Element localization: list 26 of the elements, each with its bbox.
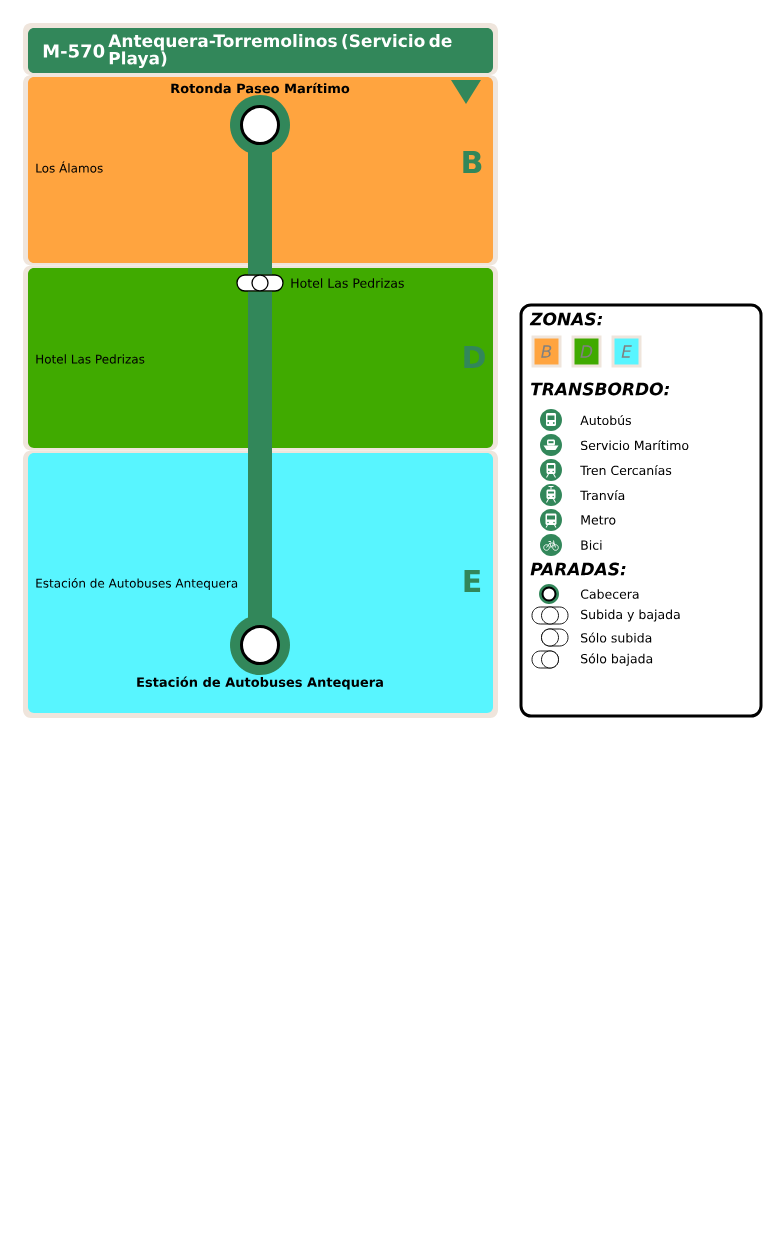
- legend-text: Autobús: [580, 414, 631, 426]
- legend-text: Sólo bajada: [581, 653, 653, 666]
- legend-text: Tranvía: [580, 489, 625, 501]
- legend-text: Bici: [581, 540, 602, 550]
- place-name: Estación de Autobuses Antequera: [36, 577, 238, 591]
- stop-name: Hotel Las Pedrizas: [291, 278, 404, 288]
- place-name: Hotel Las Pedrizas: [36, 354, 145, 364]
- legend-heading: PARADAS:: [530, 562, 626, 576]
- legend-text: Subida y bajada: [581, 609, 680, 622]
- legend-text: Servicio Marítimo: [581, 439, 689, 451]
- stop-name: Rotonda Paseo Marítimo: [171, 82, 350, 94]
- stop-name: Estación de Autobuses Antequera: [137, 676, 383, 690]
- legend-text: Cabecera: [580, 589, 639, 599]
- route-line: [248, 151, 272, 275]
- zone-letter: E: [464, 570, 481, 592]
- route-number: M-570: [43, 44, 105, 58]
- zone-letter: B: [463, 151, 482, 173]
- legend-text: Tren Cercanías: [580, 464, 672, 476]
- route-name: Antequera-Torremolinos (Servicio de Playa): [108, 34, 452, 68]
- legend-heading: TRANSBORDO:: [531, 382, 670, 396]
- legend-text: Metro: [581, 515, 616, 525]
- place-name: Los Álamos: [36, 161, 103, 173]
- zone-letter: D: [464, 346, 485, 368]
- legend-heading: ZONAS:: [529, 312, 603, 326]
- legend-text: Sólo subida: [581, 632, 652, 643]
- route-line: [248, 291, 272, 619]
